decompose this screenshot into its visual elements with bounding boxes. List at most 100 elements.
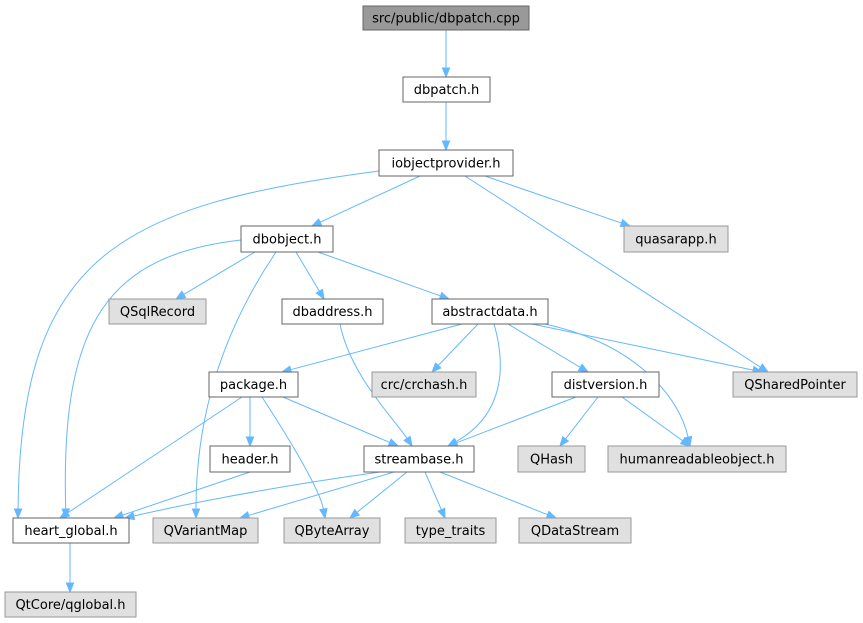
edge-line xyxy=(122,471,251,516)
node-box xyxy=(402,76,491,103)
node-qhash: QHash xyxy=(517,445,586,473)
edge-line xyxy=(248,471,395,516)
edge-abstractdata_h-to-distversion_h xyxy=(507,323,590,373)
node-label: src/public/dbpatch.cpp xyxy=(372,12,520,27)
node-label: dbpatch.h xyxy=(414,83,480,98)
edge-package_h-to-qbytearray xyxy=(261,396,328,520)
edge-arrowhead xyxy=(245,436,255,448)
node-humanreadableobject-h: humanreadableobject.h xyxy=(607,445,787,473)
edge-iobjectprovider_h-to-dbobject_h xyxy=(310,175,421,227)
node-dbobject-h[interactable]: dbobject.h xyxy=(240,225,334,253)
node-box xyxy=(362,5,530,31)
node-box xyxy=(551,371,660,398)
edge-line xyxy=(17,170,380,510)
node-label: dbaddress.h xyxy=(293,305,373,320)
edge-dbpatch_h-to-iobjectprovider_h xyxy=(441,102,451,152)
edge-arrowhead xyxy=(441,67,451,79)
edge-abstractdata_h-to-crchash_h xyxy=(431,323,479,373)
edge-arrowhead xyxy=(315,288,325,301)
edge-arrowhead xyxy=(431,362,442,373)
edge-line xyxy=(424,471,442,510)
edge-iobjectprovider_h-to-heart_global_h xyxy=(13,170,380,520)
node-label: QVariantMap xyxy=(164,524,248,539)
node-box xyxy=(208,371,299,398)
edge-arrowhead xyxy=(577,363,590,373)
node-dbpatch-h[interactable]: dbpatch.h xyxy=(402,76,491,103)
edge-line xyxy=(621,396,683,442)
edge-arrowhead xyxy=(310,218,323,227)
node-header-h[interactable]: header.h xyxy=(209,445,291,473)
edge-distversion_h-to-streambase_h xyxy=(446,396,577,447)
edge-arrowhead xyxy=(65,582,75,594)
node-box xyxy=(108,298,207,325)
node-streambase-h[interactable]: streambase.h xyxy=(363,445,475,473)
edge-line xyxy=(484,175,622,224)
node-label: crc/crchash.h xyxy=(381,378,468,393)
edge-arrowhead xyxy=(58,509,71,519)
edge-line xyxy=(319,175,421,223)
node-heart-global-h[interactable]: heart_global.h xyxy=(12,517,130,544)
node-qbytearray: QByteArray xyxy=(283,517,381,544)
edge-line xyxy=(317,251,441,297)
edge-distversion_h-to-qhash xyxy=(559,396,599,448)
edge-arrowhead xyxy=(438,291,451,300)
edge-arrowhead xyxy=(757,363,770,373)
edge-line xyxy=(455,323,501,443)
node-iobjectprovider-h[interactable]: iobjectprovider.h xyxy=(378,149,514,177)
node-label: package.h xyxy=(220,378,287,393)
node-box xyxy=(607,445,787,473)
edge-dbpatch_cpp-to-dbpatch_h xyxy=(441,30,451,79)
edge-distversion_h-to-humanreadableobject_h xyxy=(621,396,692,447)
node-label: type_traits xyxy=(416,524,486,539)
nodes-layer: src/public/dbpatch.cpp dbpatch.h iobjectpr… xyxy=(4,5,858,618)
edge-line xyxy=(282,396,390,443)
node-box xyxy=(378,149,514,177)
edge-line xyxy=(290,323,463,371)
node-label: QSqlRecord xyxy=(120,305,195,320)
node-box xyxy=(623,225,729,253)
edge-dbobject_h-to-dbaddress_h xyxy=(295,251,325,301)
edge-streambase_h-to-type_traits xyxy=(424,471,446,520)
node-box xyxy=(12,517,130,544)
node-box xyxy=(240,225,334,253)
edge-package_h-to-header_h xyxy=(245,397,255,448)
node-label: heart_global.h xyxy=(24,524,117,539)
edge-arrowhead xyxy=(13,508,23,520)
node-dbpatch-cpp[interactable]: src/public/dbpatch.cpp xyxy=(362,5,530,31)
edge-arrowhead xyxy=(174,290,187,300)
node-dbaddress-h[interactable]: dbaddress.h xyxy=(281,298,384,325)
edge-line xyxy=(64,239,242,510)
node-label: QByteArray xyxy=(295,524,370,539)
node-distversion-h[interactable]: distversion.h xyxy=(551,371,660,398)
node-box xyxy=(371,371,477,398)
edge-line xyxy=(439,471,548,516)
node-type-traits: type_traits xyxy=(404,517,497,544)
node-label: iobjectprovider.h xyxy=(391,157,500,172)
node-qsqlrecord: QSqlRecord xyxy=(108,298,207,325)
node-qtcore-qglobal-h: QtCore/qglobal.h xyxy=(4,591,137,618)
node-package-h[interactable]: package.h xyxy=(208,371,299,398)
edge-line xyxy=(261,396,324,510)
edge-streambase_h-to-qdatastream xyxy=(439,471,558,519)
node-label: dbobject.h xyxy=(253,233,322,248)
node-abstractdata-h[interactable]: abstractdata.h xyxy=(431,298,549,325)
node-qvariantmap: QVariantMap xyxy=(152,517,259,544)
edge-arrowhead xyxy=(403,435,413,448)
node-label: QDataStream xyxy=(531,524,619,539)
edge-arrowhead xyxy=(191,508,201,520)
edge-arrowhead xyxy=(348,508,361,519)
edge-arrowhead xyxy=(319,507,328,520)
edge-arrowhead xyxy=(437,507,446,520)
node-box xyxy=(281,298,384,325)
edge-line xyxy=(67,396,243,514)
node-box xyxy=(517,445,586,473)
edge-arrowhead xyxy=(679,436,692,447)
node-label: QtCore/qglobal.h xyxy=(15,598,125,613)
edge-arrowhead xyxy=(545,510,558,519)
node-box xyxy=(518,517,632,544)
edge-dbobject_h-to-qsqlrecord xyxy=(174,251,256,300)
edge-line xyxy=(464,175,761,368)
edge-streambase_h-to-qbytearray xyxy=(348,471,408,519)
edge-line xyxy=(133,471,381,517)
